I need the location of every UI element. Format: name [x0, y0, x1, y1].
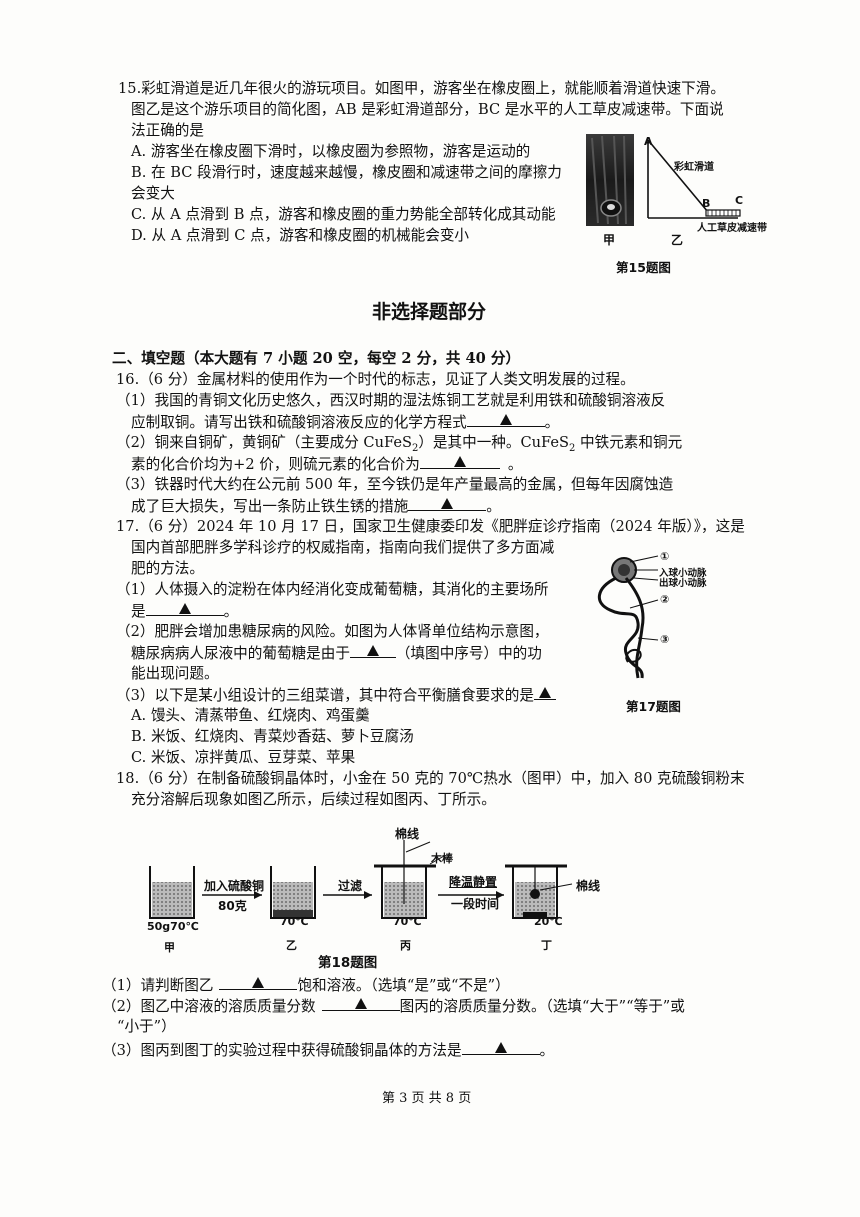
- q16-line7: 成了巨大损失，写出一条防止铁生锈的措施。: [131, 496, 501, 515]
- q17-option-c: C. 米饭、凉拌黄瓜、豆芽菜、苹果: [131, 749, 356, 766]
- q15-slide-label: 彩虹滑道: [674, 162, 714, 173]
- beaker-ding: [505, 864, 567, 919]
- q15-option-a: A. 游客坐在橡皮圈下滑时，以橡皮圈为参照物，游客是运动的: [131, 143, 531, 160]
- q17-label-2: ②: [660, 593, 670, 606]
- q17-blank-1[interactable]: [145, 601, 224, 616]
- q15-line2: 图乙是这个游乐项目的简化图，AB 是彩虹滑道部分，BC 是水平的人工草皮减速带。…: [131, 101, 724, 118]
- q18-fig-bing: 丙: [400, 939, 411, 952]
- q18-label-mubang: 木棒: [431, 852, 453, 865]
- q18-p2-cont: “小于”）: [117, 1018, 176, 1035]
- q17-label-1: ①: [660, 550, 670, 563]
- q15-point-c-label: C: [735, 194, 744, 207]
- q16-p1-text: 应制取铜。请写出铁和硫酸铜溶液反应的化学方程式: [131, 414, 467, 431]
- q18-label-amount: 80克: [218, 899, 247, 913]
- q17-blank-2[interactable]: [349, 643, 396, 658]
- q18-p2: （2）图乙中溶液的溶质质量分数图丙的溶质质量分数。（选填“大于”“等于”或: [102, 996, 685, 1015]
- q15-point-a-label: A: [644, 135, 653, 148]
- q17-label-in: 入球小动脉: [659, 568, 707, 579]
- q15-point-b-label: B: [702, 197, 711, 210]
- q17-line9: （3）以下是某小组设计的三组菜谱，其中符合平衡膳食要求的是: [116, 685, 556, 706]
- q16-line3: 应制取铜。请写出铁和硫酸铜溶液反应的化学方程式。: [131, 412, 560, 431]
- q16-blank-1[interactable]: [466, 412, 545, 427]
- q18-figure: [149, 840, 573, 919]
- q17-line7: 糖尿病病人尿液中的葡萄糖是由于（填图中序号）中的功: [131, 643, 542, 662]
- answer-triangle-icon: [494, 1042, 507, 1053]
- answer-triangle-icon: [366, 645, 379, 656]
- q18-blank-3[interactable]: [461, 1040, 540, 1055]
- q18-blank-1[interactable]: [219, 975, 298, 990]
- q17-nephron-figure: [598, 555, 659, 679]
- q16-blank-3[interactable]: [408, 496, 487, 511]
- q15-line1: 15.彩虹滑道是近几年很火的游玩项目。如图甲，游客坐在橡皮圈上，就能顺着滑道快速…: [118, 80, 725, 97]
- q18-label-cool: 降温静置: [449, 875, 498, 889]
- q17-option-a: A. 馒头、清蒸带鱼、红烧肉、鸡蛋羹: [131, 707, 370, 724]
- q17-line5: 是。: [131, 601, 239, 620]
- section-title: 非选择题部分: [372, 301, 487, 323]
- q18-line2: 充分溶解后现象如图乙所示，后续过程如图丙、丁所示。: [131, 791, 496, 808]
- q17-blank-3[interactable]: [533, 685, 556, 700]
- q16-line6: （3）铁器时代大约在公元前 500 年，至今铁仍是年产量最高的金属，但每年因腐蚀…: [116, 476, 674, 493]
- q18-figure-caption: 第18题图: [318, 955, 378, 971]
- q15-fig-yi-label: 乙: [671, 233, 684, 247]
- q17-line6: （2）肥胖会增加患糖尿病的风险。如图为人体肾单位结构示意图，: [116, 623, 549, 640]
- answer-triangle-icon: [499, 414, 512, 425]
- page-footer: 第 3 页 共 8 页: [382, 1091, 472, 1106]
- q18-label-mianxian-right: 棉线: [576, 879, 601, 893]
- slide-diagram: [647, 139, 741, 219]
- q17-label-3: ③: [660, 633, 670, 646]
- answer-triangle-icon: [252, 977, 265, 988]
- q16-line1: 16.（6 分）金属材料的使用作为一个时代的标志，见证了人类文明发展的过程。: [116, 371, 635, 388]
- q16-line2: （1）我国的青铜文化历史悠久，西汉时期的湿法炼铜工艺就是利用铁和硫酸铜溶液反: [116, 392, 666, 409]
- q17-option-b: B. 米饭、红烧肉、青菜炒香菇、萝卜豆腐汤: [131, 728, 414, 745]
- q18-p1: （1）请判断图乙饱和溶液。（选填“是”或“不是”）: [102, 975, 510, 994]
- q18-label-add: 加入硫酸铜: [204, 879, 265, 893]
- beaker-bing: [374, 840, 436, 919]
- q15-fig-jia-label: 甲: [603, 233, 616, 247]
- q18-blank-2[interactable]: [321, 996, 400, 1011]
- q18-fig-ding: 丁: [541, 939, 552, 952]
- beaker-yi: [270, 866, 316, 919]
- q18-temp-bing: 70℃: [393, 915, 422, 928]
- q18-fig-yi: 乙: [286, 939, 297, 952]
- q17-line3: 肥的方法。: [131, 560, 204, 577]
- q17-line4: （1）人体摄入的淀粉在体内经消化变成葡萄糖，其消化的主要场所: [116, 581, 549, 598]
- q15-grass-label: 人工草皮减速带: [697, 223, 767, 234]
- answer-triangle-icon: [538, 687, 551, 698]
- answer-triangle-icon: [178, 603, 191, 614]
- q18-temp-yi: 70℃: [280, 915, 309, 928]
- q18-p3: （3）图丙到图丁的实验过程中获得硫酸铜晶体的方法是。: [102, 1040, 555, 1059]
- q15-option-b: B. 在 BC 段滑行时，速度越来越慢，橡皮圈和减速带之间的摩擦力: [131, 164, 562, 181]
- part2-heading: 二、填空题（本大题有 7 小题 20 空，每空 2 分，共 40 分）: [112, 350, 521, 367]
- q16-line5: 素的化合价均为+2 价，则硫元素的化合价为。: [131, 454, 523, 473]
- q15-option-b-cont: 会变大: [131, 185, 175, 202]
- q17-line2: 国内首部肥胖多学科诊疗的权威指南，指南向我们提供了多方面减: [131, 539, 555, 556]
- q17-line1: 17.（6 分）2024 年 10 月 17 日，国家卫生健康委印发《肥胖症诊疗…: [116, 518, 745, 535]
- q18-line1: 18.（6 分）在制备硫酸铜晶体时，小金在 50 克的 70℃热水（图甲）中，加…: [116, 770, 745, 787]
- q18-temp-jia: 50g70℃: [147, 920, 199, 933]
- q15-figure-caption: 第15题图: [616, 260, 671, 275]
- q18-label-wait: 一段时间: [451, 897, 500, 911]
- q18-temp-ding: 20℃: [534, 915, 563, 928]
- q18-fig-jia: 甲: [164, 941, 175, 954]
- q18-label-mianxian-top: 棉线: [395, 827, 420, 841]
- beaker-jia: [149, 866, 195, 919]
- q17-label-out: 出球小动脉: [659, 578, 707, 589]
- q15-option-d: D. 从 A 点滑到 C 点，游客和橡皮圈的机械能会变小: [131, 227, 470, 244]
- q17-line8: 能出现问题。: [131, 665, 219, 682]
- answer-triangle-icon: [441, 498, 454, 509]
- answer-triangle-icon: [354, 998, 367, 1009]
- q15-option-c: C. 从 A 点滑到 B 点，游客和橡皮圈的重力势能全部转化成其动能: [131, 206, 556, 223]
- q16-line4: （2）铜来自铜矿，黄铜矿（主要成分 CuFeS2）是其中一种。CuFeS2 中铁…: [116, 434, 683, 454]
- q15-figure: [586, 134, 741, 226]
- q15-line3: 法正确的是: [131, 122, 204, 139]
- q18-label-filter: 过滤: [338, 879, 363, 893]
- answer-triangle-icon: [453, 456, 466, 467]
- q16-blank-2[interactable]: [419, 454, 500, 469]
- q17-figure-caption: 第17题图: [626, 699, 681, 714]
